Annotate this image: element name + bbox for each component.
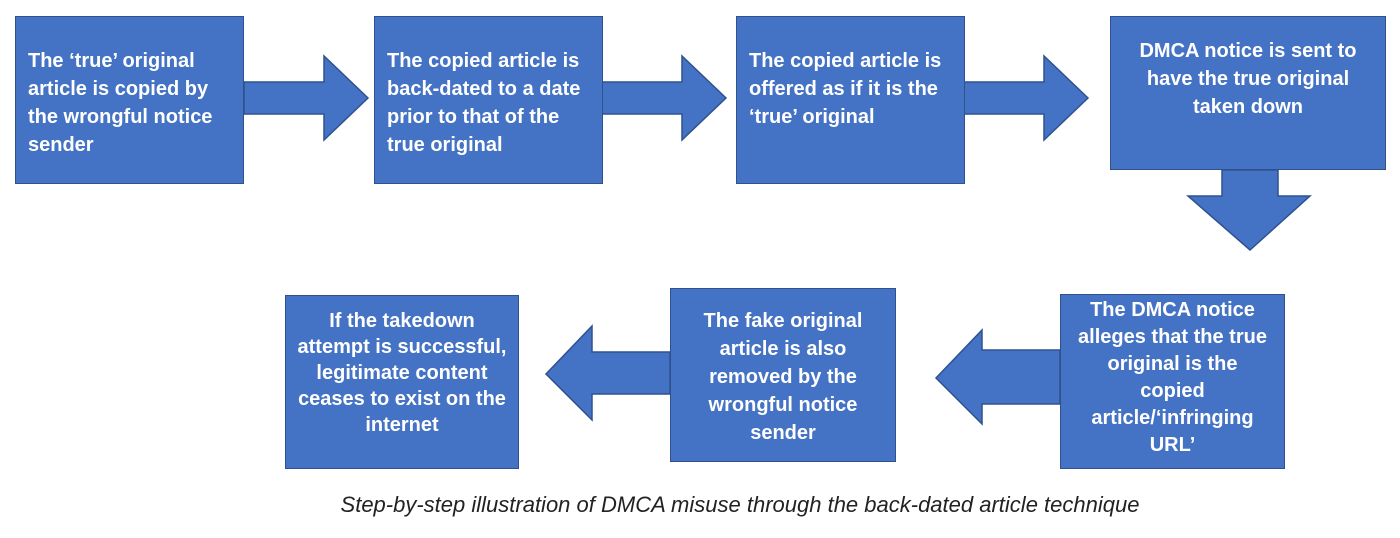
step-5-text: The DMCA notice alleges that the true or…: [1078, 299, 1267, 456]
step-4-box: DMCA notice is sent to have the true ori…: [1110, 16, 1386, 170]
step-3-text: The copied article is offered as if it i…: [749, 50, 942, 128]
step-2-text: The copied article is back-dated to a da…: [387, 50, 581, 156]
step-5-box: The DMCA notice alleges that the true or…: [1060, 294, 1285, 469]
step-6-box: The fake original article is also remove…: [670, 288, 896, 462]
arrow-right-icon: [243, 54, 370, 142]
step-4-text: DMCA notice is sent to have the true ori…: [1139, 40, 1357, 118]
step-1-box: The ‘true’ original article is copied by…: [15, 16, 244, 184]
step-2-box: The copied article is back-dated to a da…: [374, 16, 603, 184]
step-1-text: The ‘true’ original article is copied by…: [28, 50, 213, 156]
arrow-right-icon: [601, 54, 728, 142]
step-3-box: The copied article is offered as if it i…: [736, 16, 965, 184]
step-7-text: If the takedown attempt is successful, l…: [297, 310, 507, 436]
arrow-down-icon: [1185, 169, 1312, 252]
arrow-left-icon: [544, 324, 671, 422]
arrow-left-icon: [934, 328, 1061, 426]
step-7-box: If the takedown attempt is successful, l…: [285, 295, 519, 469]
diagram-caption: Step-by-step illustration of DMCA misuse…: [340, 492, 1140, 517]
step-6-text: The fake original article is also remove…: [703, 310, 863, 444]
arrow-right-icon: [963, 54, 1090, 142]
